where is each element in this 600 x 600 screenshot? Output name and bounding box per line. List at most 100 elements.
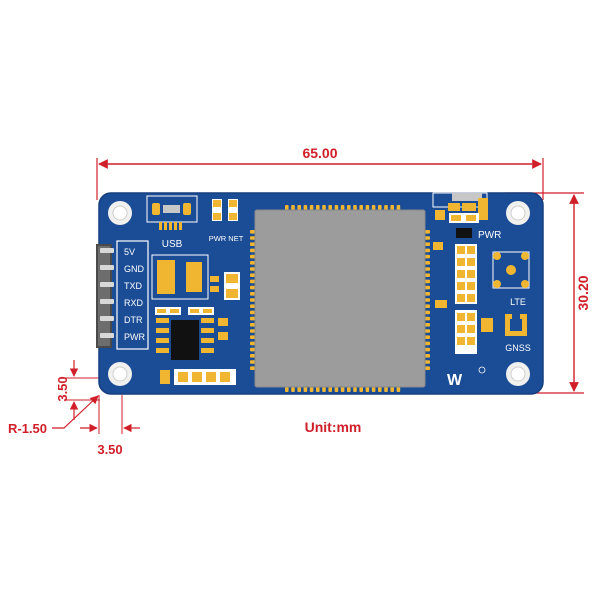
module-pad bbox=[250, 310, 255, 315]
module-pad bbox=[384, 387, 388, 392]
module-pad bbox=[425, 242, 430, 246]
waveshare-logo: W bbox=[447, 366, 486, 389]
module-pad bbox=[328, 387, 332, 392]
unit-label: Unit:mm bbox=[305, 419, 362, 435]
module-pad bbox=[297, 387, 301, 392]
pin-label: GND bbox=[124, 264, 145, 274]
module-pad bbox=[347, 387, 351, 392]
module-pad bbox=[250, 347, 255, 352]
module-pad bbox=[250, 329, 255, 333]
module-pad bbox=[359, 387, 363, 392]
radius-label: R-1.50 bbox=[8, 421, 47, 436]
width-dimension: 65.00 bbox=[96, 145, 544, 200]
module-pad bbox=[309, 387, 314, 392]
module-pad bbox=[425, 323, 430, 327]
module-pad bbox=[340, 387, 345, 392]
module-pad bbox=[359, 205, 363, 210]
module-pad bbox=[425, 347, 430, 352]
module-pad bbox=[396, 387, 401, 392]
module-pad bbox=[425, 329, 430, 333]
lte-antenna-connector: LTE bbox=[492, 251, 530, 307]
gnss-connector: GNSS bbox=[455, 310, 531, 354]
pin-labels: 5V GND TXD RXD DTR PWR bbox=[124, 247, 145, 342]
module-pad bbox=[250, 254, 255, 259]
module-pad bbox=[250, 360, 255, 364]
module-pad bbox=[425, 366, 430, 370]
module-pad bbox=[378, 387, 382, 392]
module-pad bbox=[250, 267, 255, 271]
mounting-hole-bottom-right bbox=[506, 362, 530, 386]
module-pad bbox=[425, 341, 430, 346]
module-pad bbox=[250, 335, 255, 339]
module-pad bbox=[425, 354, 430, 358]
pin-label: 5V bbox=[124, 247, 135, 257]
module-pad bbox=[425, 292, 430, 296]
module-pad bbox=[425, 304, 430, 308]
module-pad bbox=[250, 285, 255, 290]
module-pad bbox=[425, 236, 430, 240]
module-pad bbox=[250, 292, 255, 296]
module-pad bbox=[365, 387, 370, 392]
module-pad bbox=[425, 298, 430, 302]
hole-offset-y-label: 3.50 bbox=[55, 376, 70, 401]
module-pad bbox=[425, 248, 430, 253]
height-label: 30.20 bbox=[575, 275, 591, 310]
module-pad bbox=[291, 205, 295, 210]
module-pad bbox=[285, 205, 289, 210]
pin-label: DTR bbox=[124, 315, 143, 325]
module-pad bbox=[425, 279, 430, 284]
module-pad bbox=[425, 310, 430, 315]
pin-label: PWR bbox=[124, 332, 145, 342]
mounting-hole-bottom-left bbox=[108, 362, 132, 386]
module-pad bbox=[250, 323, 255, 327]
module-pad bbox=[334, 205, 339, 210]
module-pad bbox=[250, 366, 255, 370]
module-pad bbox=[250, 273, 255, 277]
logo-text: W bbox=[447, 372, 463, 389]
pin-label: TXD bbox=[124, 281, 143, 291]
module-pad bbox=[328, 205, 332, 210]
module-pad bbox=[334, 387, 339, 392]
module-pad bbox=[425, 316, 430, 321]
module-pad bbox=[316, 205, 320, 210]
module-pad bbox=[340, 205, 345, 210]
module-pad bbox=[250, 354, 255, 358]
gnss-label: GNSS bbox=[505, 343, 531, 353]
module-pad bbox=[390, 205, 394, 210]
pin-label: RXD bbox=[124, 298, 144, 308]
module-pad bbox=[309, 205, 314, 210]
module-pad bbox=[353, 387, 357, 392]
pwr-net-label: PWR NET bbox=[209, 234, 244, 243]
module-pad bbox=[250, 298, 255, 302]
hole-offset-dimensions: 3.50 3.50 R-1.50 bbox=[8, 360, 140, 457]
mounting-hole-top-left bbox=[108, 201, 132, 225]
module-pad bbox=[396, 205, 401, 210]
module-pad bbox=[291, 387, 295, 392]
pin-header bbox=[96, 240, 149, 350]
module-pad bbox=[365, 205, 370, 210]
module-pad bbox=[303, 387, 308, 392]
pwr-label: PWR bbox=[478, 230, 501, 241]
module-pad bbox=[425, 273, 430, 277]
module-pad bbox=[250, 261, 255, 265]
module-pad bbox=[297, 205, 301, 210]
module-pad bbox=[250, 230, 255, 234]
antenna-section: PWR LTE bbox=[432, 192, 531, 389]
mounting-hole-top-right bbox=[506, 201, 530, 225]
module-pad bbox=[316, 387, 320, 392]
module-pad bbox=[425, 360, 430, 364]
module-pad bbox=[390, 387, 394, 392]
module-pad bbox=[371, 387, 376, 392]
module-pad bbox=[384, 205, 388, 210]
lte-module bbox=[250, 205, 430, 392]
module-pad bbox=[250, 316, 255, 321]
usb-label: USB bbox=[162, 239, 183, 250]
module-pad bbox=[347, 205, 351, 210]
module-pad bbox=[250, 236, 255, 240]
module-pad bbox=[322, 387, 326, 392]
module-pad bbox=[378, 205, 382, 210]
module-pad bbox=[425, 230, 430, 234]
lte-label: LTE bbox=[510, 297, 526, 307]
module-pad bbox=[250, 242, 255, 246]
module-pad bbox=[425, 261, 430, 265]
